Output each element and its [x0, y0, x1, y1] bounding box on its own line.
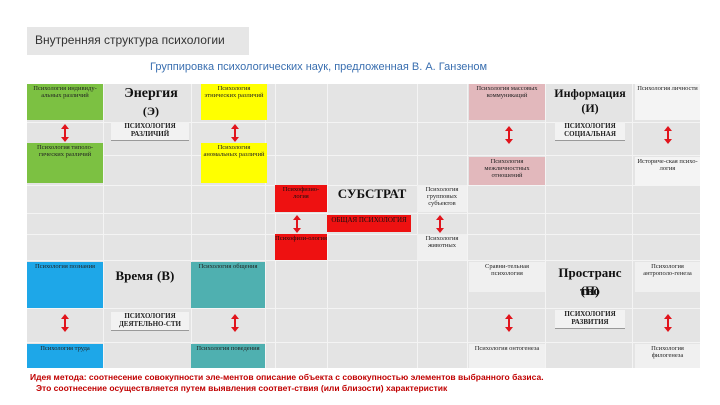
- slide-title: Внутренняя структура психологии: [27, 27, 249, 55]
- method-description-line-2: Это соотнесение осуществляется путем выя…: [36, 383, 448, 393]
- energy-cell-right-bottom: Психология аномальных различий: [201, 143, 267, 183]
- information-cell-left-top: Психология массовых коммуникаций: [469, 84, 545, 120]
- substrate-label: ОБЩАЯ ПСИХОЛОГИЯ: [327, 215, 411, 232]
- time-title: Время: [115, 268, 153, 283]
- time-cell-right-bottom: Психология поведения: [191, 344, 265, 368]
- time-cell-right-top: Психология общения: [191, 262, 265, 308]
- substrate-cell-right-bottom: Психология животных: [417, 234, 467, 260]
- psychology-structure-grid: Психология индивиду-альных различий Псих…: [27, 84, 700, 368]
- space-title: Пространс тво: [558, 265, 622, 298]
- grid-line: [417, 84, 418, 368]
- grid-line: [27, 155, 700, 156]
- information-symbol: (И): [581, 101, 599, 115]
- substrate-cell-right-top: Психология групповых субъектов: [417, 185, 467, 212]
- space-label: ПСИХОЛОГИЯ РАЗВИТИЯ: [555, 310, 625, 329]
- grid-line: [27, 213, 700, 214]
- energy-cell-right-top: Психология этнических различий: [201, 84, 267, 120]
- energy-label: ПСИХОЛОГИЯ РАЗЛИЧИЙ: [111, 122, 189, 141]
- information-right-arrow: [664, 126, 672, 144]
- energy-symbol: (Э): [142, 104, 160, 118]
- energy-cell-left-top: Психология индивиду-альных различий: [27, 84, 103, 120]
- grid-line: [265, 84, 266, 368]
- grid-line: [275, 84, 276, 368]
- grid-line: [27, 185, 700, 186]
- grid-line: [27, 308, 700, 309]
- space-cell-left-bottom: Психология онтогенеза: [469, 344, 545, 368]
- time-cell-left-bottom: Психология труда: [27, 344, 103, 368]
- grid-line: [467, 84, 468, 368]
- space-symbol: (П): [580, 283, 600, 298]
- method-description: Идея метода: соотнесение совокупности эл…: [30, 372, 690, 394]
- information-label: ПСИХОЛОГИЯ СОЦИАЛЬНАЯ: [555, 122, 625, 141]
- energy-right-arrow: [231, 124, 239, 142]
- grid-line: [632, 84, 633, 368]
- space-right-arrow: [664, 314, 672, 332]
- information-cell-right-bottom: Историче-ская психо-логия: [635, 157, 700, 185]
- energy-cell-left-bottom: Психология типоло-гических различий: [27, 143, 103, 183]
- space-left-arrow: [505, 314, 513, 332]
- grid-line: [27, 122, 700, 123]
- substrate-cell-left-top: Психофизио-логия: [275, 185, 327, 212]
- information-cell-right-top: Психология личности: [635, 84, 700, 120]
- grid-line: [27, 342, 700, 343]
- substrate-cell-left-bottom: Психофизи-ология: [275, 234, 327, 260]
- grid-line: [103, 84, 104, 368]
- substrate-title: СУБСТРАТ: [337, 186, 407, 201]
- energy-title: Энергия: [124, 86, 178, 101]
- space-cell-right-top: Психология антрополо-генеза: [635, 262, 700, 292]
- substrate-right-arrow: [436, 215, 444, 233]
- time-right-arrow: [231, 314, 239, 332]
- time-cell-left-top: Психология познания: [27, 262, 103, 308]
- grid-line: [27, 260, 700, 261]
- energy-left-arrow: [61, 124, 69, 142]
- space-cell-left-top: Сравни-тельная психология: [469, 262, 545, 292]
- grid-line: [27, 234, 700, 235]
- information-left-arrow: [505, 126, 513, 144]
- time-label: ПСИХОЛОГИЯ ДЕЯТЕЛЬНО-СТИ: [111, 312, 189, 331]
- information-title: Информация: [554, 86, 626, 100]
- time-symbol: (В): [157, 268, 175, 283]
- method-description-line-1: Идея метода: соотнесение совокупности эл…: [30, 372, 544, 382]
- time-left-arrow: [61, 314, 69, 332]
- grid-line: [191, 84, 192, 368]
- substrate-left-arrow: [293, 215, 301, 233]
- information-cell-left-bottom: Психология межличностных отношений: [469, 157, 545, 185]
- space-cell-right-bottom: Психология филогенеза: [635, 344, 700, 368]
- grid-line: [545, 84, 546, 368]
- slide-subtitle: Группировка психологических наук, предло…: [150, 61, 488, 73]
